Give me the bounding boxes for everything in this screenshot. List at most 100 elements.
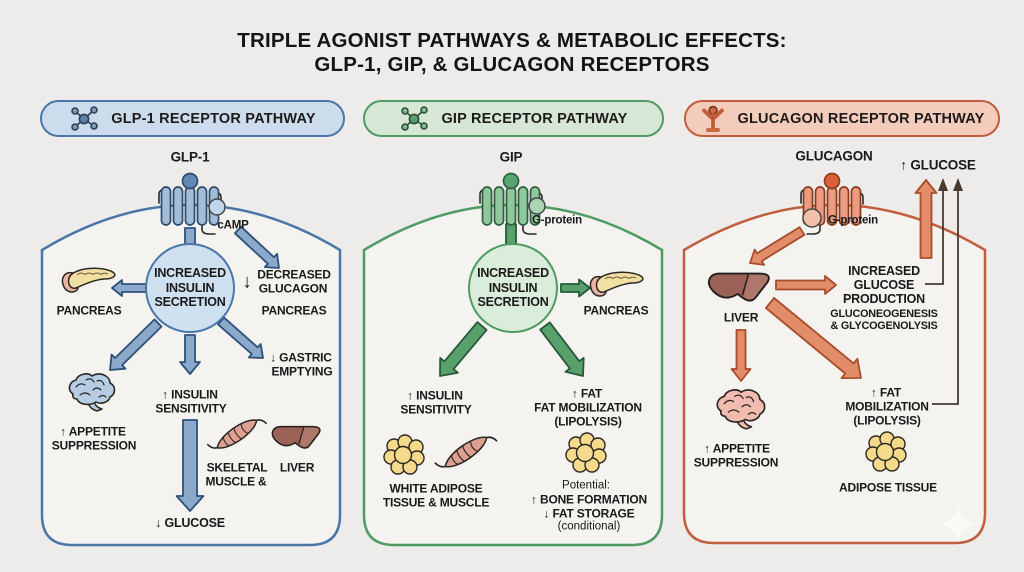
gip-insulin-secretion-hub: INCREASED INSULIN SECRETION: [468, 243, 558, 333]
hub-line: INCREASED: [154, 266, 226, 281]
conditional-label: (conditional): [557, 520, 621, 533]
arrow-hub-to-pancreas: [111, 279, 147, 297]
arrow-hub-to-sensitivity: [439, 321, 488, 377]
hub-line: INSULIN: [165, 280, 215, 295]
fat-storage-label: ↓ FAT STORAGE: [543, 506, 635, 521]
adipose-tissue-label: ADIPOSE TISSUE: [839, 480, 937, 495]
decreased-glucagon-line1: DECREASED: [257, 267, 331, 282]
pill-label: GIP RECEPTOR PATHWAY: [441, 110, 628, 127]
potential-label: Potential:: [562, 479, 610, 492]
pill-label: GLUCAGON RECEPTOR PATHWAY: [737, 110, 985, 127]
camp-label: cAMP: [217, 219, 249, 232]
white-adipose-line2: TISSUE & MUSCLE: [382, 495, 490, 510]
glucose-production-line3: PRODUCTION: [842, 292, 926, 307]
skeletal-muscle-icon: [434, 436, 498, 468]
liver-icon: [707, 272, 770, 302]
molecule-icon: [401, 105, 429, 131]
skeletal-muscle-icon: [207, 419, 267, 449]
decreased-glucagon-arrow: ↓: [242, 271, 252, 293]
pancreas-label: PANCREAS: [261, 303, 327, 318]
insulin-sensitivity-line2: SENSITIVITY: [155, 401, 227, 416]
skeletal-muscle-line2: MUSCLE &: [205, 474, 267, 489]
skeletal-muscle-line1: SKELETAL: [206, 460, 268, 475]
connector-fat-to-glucose-head: [953, 178, 963, 191]
gip-receptor-icon: [479, 172, 543, 235]
camp-icon: [208, 198, 226, 216]
fat-mobilization-line3: (LIPOLYSIS): [853, 413, 921, 428]
gip-pathway-header: GIP RECEPTOR PATHWAY: [363, 100, 664, 137]
arrow-hub-to-fat: [539, 321, 585, 377]
molecule-icon: [71, 105, 99, 131]
brain-icon: [68, 373, 116, 412]
liver-label: LIVER: [279, 460, 315, 475]
hub-line: SECRETION: [477, 295, 549, 310]
bone-formation-label: ↑ BONE FORMATION: [531, 492, 647, 507]
appetite-suppression-line1: ↑ APPETITE: [704, 441, 770, 456]
arrow-liver-to-fat: [765, 297, 862, 380]
arrow-hub-to-pancreas: [560, 278, 591, 298]
glp1-hormone-label: GLP-1: [170, 149, 210, 165]
white-adipose-line1: WHITE ADIPOSE: [389, 481, 483, 496]
gastric-emptying-line1: ↓ GASTRIC: [270, 350, 332, 365]
arrow-liver-to-brain: [730, 329, 752, 382]
glucagon-pathway-header: GLUCAGON RECEPTOR PATHWAY: [684, 100, 1000, 137]
arrow-sensitivity-to-glucose: [175, 419, 205, 512]
connector-fat-to-glucose: [932, 187, 959, 405]
page-title-line1: TRIPLE AGONIST PATHWAYS & METABOLIC EFFE…: [237, 29, 787, 52]
liver-icon: [271, 425, 321, 449]
fat-mobilization-line2: MOBILIZATION: [845, 399, 929, 414]
glucose-production-line1: INCREASED: [848, 264, 920, 279]
liver-label: LIVER: [723, 310, 759, 325]
pancreas-icon: [61, 267, 116, 293]
insulin-sensitivity-line1: ↑ INSULIN: [162, 387, 218, 402]
pill-label: GLP-1 RECEPTOR PATHWAY: [111, 110, 316, 127]
decreased-glucagon-line2: GLUCAGON: [258, 281, 328, 296]
gluconeogenesis-label: GLUCONEOGENESIS: [830, 308, 938, 321]
appetite-suppression-line2: SUPPRESSION: [51, 438, 137, 453]
gip-hormone-label: GIP: [499, 149, 523, 165]
fat-mobilization-line1: ↑ FAT: [571, 386, 603, 401]
glycogenolysis-label: & GLYCOGENOLYSIS: [830, 320, 938, 333]
appetite-suppression-line2: SUPPRESSION: [693, 455, 779, 470]
glucose-up-label: ↑ GLUCOSE: [900, 157, 976, 173]
insulin-sensitivity-line2: SENSITIVITY: [400, 402, 472, 417]
glp1-pathway-header: GLP-1 RECEPTOR PATHWAY: [40, 100, 345, 137]
arrow-glucose-up-thick: [914, 179, 938, 259]
sparkle-watermark: [941, 506, 975, 542]
pancreas-icon: [589, 271, 644, 297]
arrow-hub-to-gastric: [217, 316, 264, 359]
g-protein-icon: [802, 208, 822, 228]
adipose-tissue-icon: [865, 431, 907, 472]
connector-production-to-glucose: [925, 187, 944, 285]
g-protein-label: G-protein: [532, 214, 582, 227]
g-protein-icon: [528, 197, 546, 215]
arrow-hub-to-brain: [109, 318, 163, 371]
glucose-down-label: ↓ GLUCOSE: [155, 516, 225, 531]
fat-mobilization-line3: (LIPOLYSIS): [554, 414, 622, 429]
glucagon-panel: [682, 203, 987, 545]
glucagon-hormone-label: GLUCAGON: [795, 148, 873, 164]
glp1-insulin-secretion-hub: INCREASED INSULIN SECRETION: [145, 243, 235, 333]
arrow-liver-to-production: [775, 275, 837, 295]
appetite-suppression-line1: ↑ APPETITE: [60, 424, 126, 439]
page-title-line2: GLP-1, GIP, & GLUCAGON RECEPTORS: [314, 53, 710, 76]
adipose-tissue-icon: [565, 432, 607, 473]
g-protein-label: G-protein: [828, 214, 878, 227]
hub-line: SECRETION: [154, 295, 226, 310]
adipose-tissue-icon: [383, 434, 425, 475]
brain-icon: [716, 389, 766, 430]
fat-mobilization-line1: ↑ FAT: [870, 385, 902, 400]
insulin-sensitivity-line1: ↑ INSULIN: [407, 388, 463, 403]
arrow-hub-to-sensitivity: [179, 334, 201, 375]
arrow-camp-to-glucagon: [233, 225, 280, 269]
person-receptor-icon: [701, 105, 724, 132]
pancreas-label: PANCREAS: [56, 303, 122, 318]
hub-line: INSULIN: [488, 280, 538, 295]
arrow-gprotein-to-liver: [749, 226, 806, 266]
hub-line: INCREASED: [477, 266, 549, 281]
glucose-production-line2: GLUCOSE: [853, 278, 915, 293]
fat-mobilization-line2: FAT MOBILIZATION: [534, 400, 642, 415]
gastric-emptying-line2: EMPTYING: [271, 364, 333, 379]
